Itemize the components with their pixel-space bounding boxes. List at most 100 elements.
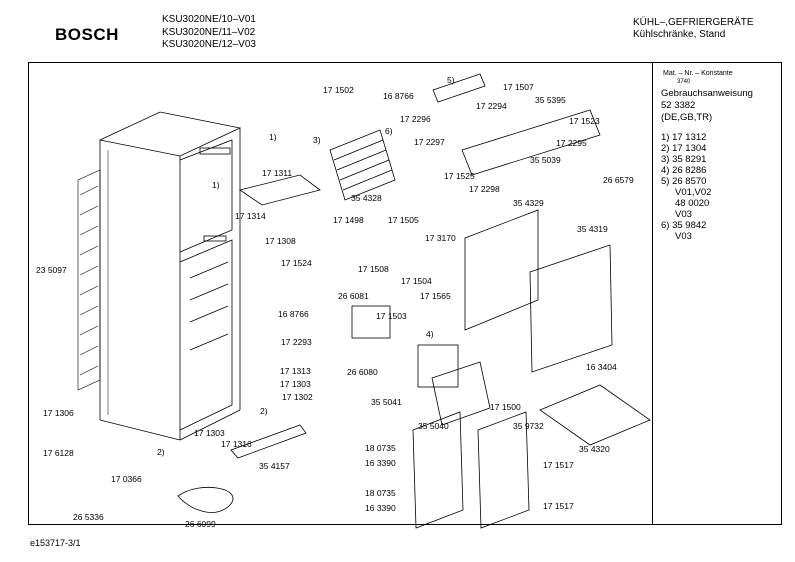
part-number-label: 26 6099: [185, 519, 216, 529]
part-number-label: 35 4157: [259, 461, 290, 471]
part-number-label: 17 1505: [388, 215, 419, 225]
drip-tray: [230, 384, 651, 459]
part-number-label: 35 5039: [530, 155, 561, 165]
note-line: 3) 35 8291: [661, 154, 707, 165]
part-number-label: 17 1523: [569, 116, 600, 126]
category-subtitle: Kühlschränke, Stand: [633, 29, 726, 40]
fan-bracket: [351, 305, 491, 426]
part-number-label: 23 5097: [36, 265, 67, 275]
refrigerator-cabinet: [98, 111, 242, 441]
part-number-label: 17 2297: [414, 137, 445, 147]
part-number-label: 4): [426, 329, 434, 339]
part-number-label: 26 6080: [347, 367, 378, 377]
constant-value: 3740: [677, 79, 691, 85]
part-number-label: 17 1565: [420, 291, 451, 301]
condenser-coil: [77, 169, 101, 391]
part-number-label: 1): [269, 132, 277, 142]
part-number-label: 26 6081: [338, 291, 369, 301]
document-id: e153717-3/1: [30, 538, 81, 548]
hinge-brackets: [412, 411, 530, 529]
model-line: KSU3020NE/11–V02: [162, 26, 256, 38]
part-number-label: 17 1517: [543, 460, 574, 470]
part-number-label: 17 1303: [280, 379, 311, 389]
manual-languages: (DE,GB,TR): [661, 112, 713, 123]
note-line: V03: [675, 231, 692, 242]
part-number-label: 1): [212, 180, 220, 190]
part-number-label: 17 6128: [43, 448, 74, 458]
part-number-label: 17 2293: [281, 337, 312, 347]
part-number-label: 17 1500: [490, 402, 521, 412]
note-line: 1) 17 1312: [661, 132, 707, 143]
part-number-label: 17 1502: [323, 85, 354, 95]
part-number-label: 26 5336: [73, 512, 104, 522]
part-number-label: 16 8766: [278, 309, 309, 319]
part-number-label: 17 1306: [43, 408, 74, 418]
category-block: KÜHL–,GEFRIERGERÄTE Kühlschränke, Stand: [633, 17, 754, 41]
part-number-label: 35 4319: [577, 224, 608, 234]
part-number-label: 17 1311: [262, 168, 293, 178]
part-number-label: 17 1498: [333, 215, 364, 225]
part-number-label: 16 8766: [383, 91, 414, 101]
part-number-label: 17 2295: [556, 138, 587, 148]
part-number-label: 17 1504: [401, 276, 432, 286]
part-number-label: 35 4320: [579, 444, 610, 454]
part-number-label: 17 1508: [358, 264, 389, 274]
part-number-label: 17 1313: [280, 366, 311, 376]
door-panel-upper: [464, 209, 539, 331]
part-number-label: 35 9732: [513, 421, 544, 431]
part-number-label: 17 1316: [221, 439, 252, 449]
part-number-label: 18 0735: [365, 488, 396, 498]
part-number-label: 17 1525: [444, 171, 475, 181]
manual-number: 52 3382: [661, 100, 696, 111]
part-number-label: 17 2294: [476, 101, 507, 111]
part-number-label: 16 3390: [365, 503, 396, 513]
part-number-label: 17 1314: [235, 211, 266, 221]
part-number-label: 5): [447, 75, 455, 85]
note-line: 2) 17 1304: [661, 143, 707, 154]
model-line: KSU3020NE/12–V03: [162, 39, 256, 50]
part-number-label: 17 1303: [194, 428, 225, 438]
part-number-label: 17 0366: [111, 474, 142, 484]
brand-logo: BOSCH: [55, 25, 119, 44]
diagram-frame: [28, 62, 782, 525]
model-list: KSU3020NE/10–V01 KSU3020NE/11–V02 KSU302…: [162, 14, 256, 52]
door-panel-lower: [529, 244, 613, 373]
part-number-label: 17 1503: [376, 311, 407, 321]
part-number-label: 18 0735: [365, 443, 396, 453]
part-number-label: 35 4329: [513, 198, 544, 208]
part-number-label: 35 4328: [351, 193, 382, 203]
note-line: V01,V02: [675, 187, 712, 198]
part-number-label: 17 1517: [543, 501, 574, 511]
power-cable: [177, 486, 234, 513]
part-number-label: 17 1302: [282, 392, 313, 402]
upper-shelf: [239, 174, 321, 206]
part-number-label: 6): [385, 126, 393, 136]
part-number-label: 26 6579: [603, 175, 634, 185]
part-number-label: 17 1507: [503, 82, 534, 92]
part-number-label: 17 1308: [265, 236, 296, 246]
evaporator-unit: [329, 129, 396, 201]
model-line: KSU3020NE/10–V01: [162, 14, 256, 25]
note-line: V03: [675, 209, 692, 220]
part-number-label: 2): [260, 406, 268, 416]
note-line: 48 0020: [675, 198, 710, 209]
manual-title: Gebrauchsanweisung: [661, 88, 753, 99]
part-number-label: 17 2296: [400, 114, 431, 124]
material-number-label: Mat. – Nr. – Konstante: [663, 70, 733, 77]
part-number-label: 3): [313, 135, 321, 145]
part-number-label: 35 5395: [535, 95, 566, 105]
part-number-label: 16 3404: [586, 362, 617, 372]
part-number-label: 16 3390: [365, 458, 396, 468]
category-title: KÜHL–,GEFRIERGERÄTE: [633, 17, 754, 28]
note-line: 5) 26 8570: [661, 176, 707, 187]
part-number-label: 17 2298: [469, 184, 500, 194]
note-line: 6) 35 9842: [661, 220, 707, 231]
part-number-label: 17 1524: [281, 258, 312, 268]
part-number-label: 17 3170: [425, 233, 456, 243]
note-line: 4) 26 8286: [661, 165, 707, 176]
part-number-label: 35 5040: [418, 421, 449, 431]
control-panel: [432, 73, 601, 176]
part-number-label: 2): [157, 447, 165, 457]
part-number-label: 35 5041: [371, 397, 402, 407]
